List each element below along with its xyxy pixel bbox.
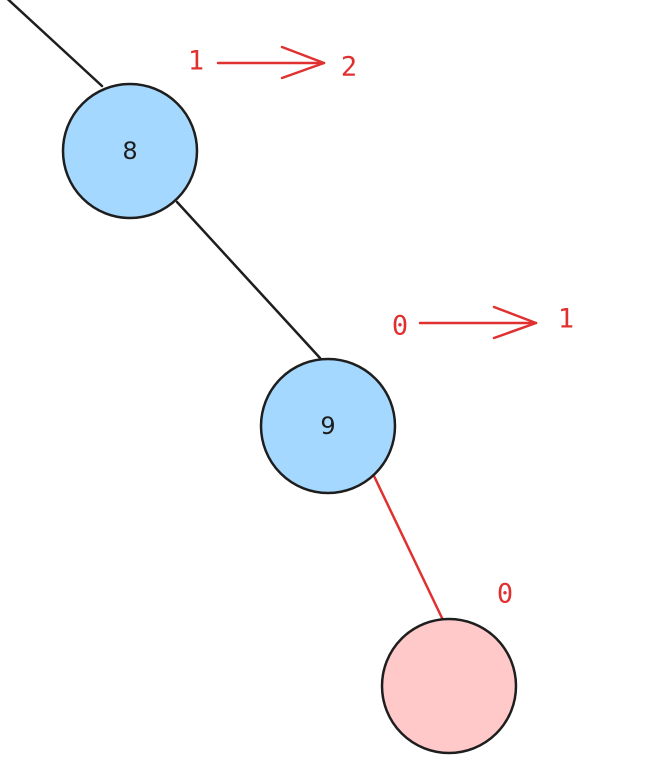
node-9-height-old: 0 bbox=[392, 311, 408, 342]
new-node-circle bbox=[380, 617, 518, 755]
node-9-label: 9 bbox=[320, 412, 335, 440]
arrow-right-icon bbox=[418, 305, 538, 340]
node-9-circle bbox=[259, 357, 397, 495]
edge-parent-to-8 bbox=[6, 0, 104, 88]
node-8-label: 8 bbox=[122, 137, 137, 165]
tree-node-9: 9 bbox=[259, 357, 397, 495]
node-8-height-new: 2 bbox=[341, 52, 357, 83]
annotation-node-9-height: 0 1 bbox=[392, 304, 574, 342]
node-8-circle bbox=[61, 82, 199, 220]
edge-8-to-9 bbox=[175, 200, 322, 360]
arrow-right-icon bbox=[216, 45, 326, 80]
tree-node-8: 8 bbox=[61, 82, 199, 220]
node-8-height-old: 1 bbox=[188, 46, 204, 77]
tree-node-new bbox=[380, 617, 518, 755]
node-9-height-new: 1 bbox=[558, 304, 574, 335]
new-node-height: 0 bbox=[497, 579, 513, 610]
annotation-node-8-height: 1 2 bbox=[188, 46, 357, 83]
edge-9-to-new-node bbox=[372, 474, 444, 620]
